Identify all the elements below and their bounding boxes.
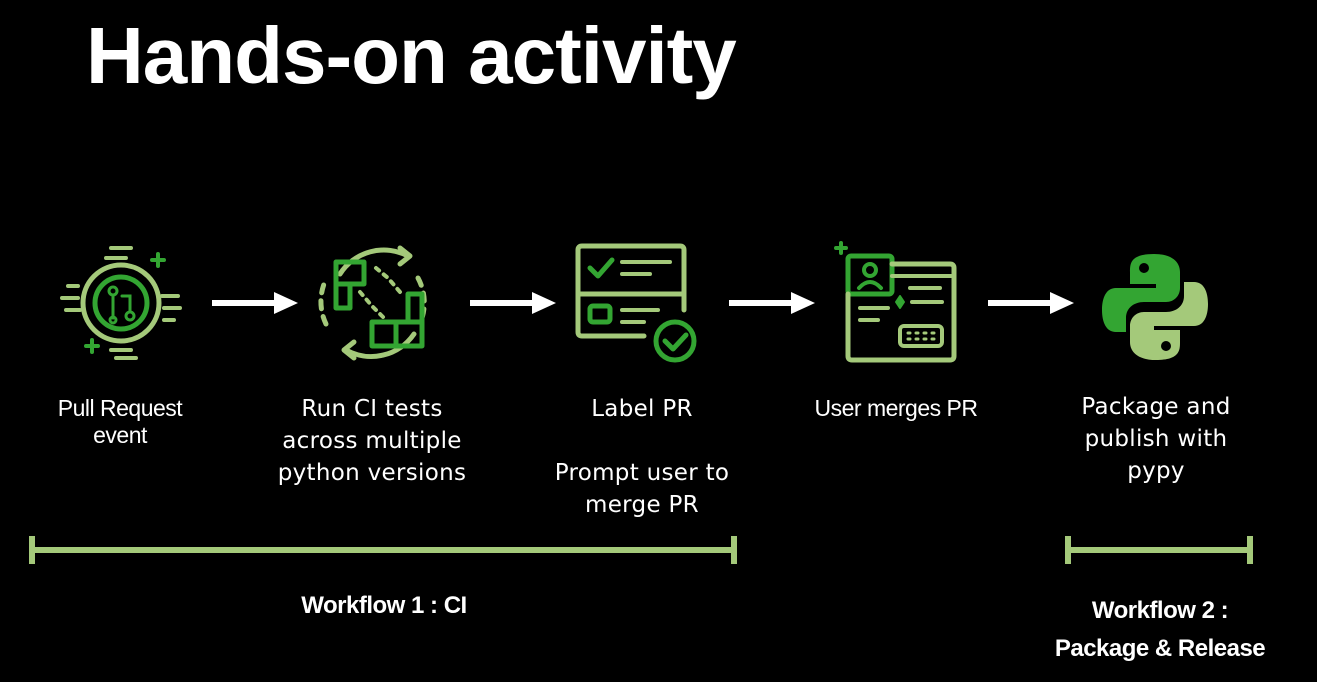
workflow-2-bracket: [1065, 536, 1253, 564]
step-label-pull-request: Pull Request event: [57, 395, 183, 448]
step-label-package-publish: Package and publish with pypy: [1081, 394, 1231, 484]
workflow-1-bracket: [29, 536, 737, 564]
ci-tests-cycle-icon: [318, 245, 427, 361]
user-profile-form-icon: [834, 241, 957, 363]
page-title: Hands-on activity: [86, 11, 737, 100]
python-logo-icon: [1102, 254, 1208, 360]
workflow-2-label: Workflow 2 : Package & Release: [1054, 597, 1266, 662]
pull-request-event-icon: [60, 246, 182, 360]
flow-arrow: [212, 292, 298, 314]
flow-arrow: [470, 292, 556, 314]
step-label-run-ci-tests: Run CI tests across multiple python vers…: [277, 396, 467, 486]
step-label-label-pr: Label PR Prompt user to merge PR: [554, 396, 730, 518]
flow-arrow: [988, 292, 1074, 314]
step-label-user-merges: User merges PR: [814, 395, 978, 421]
checklist-label-icon: [575, 243, 697, 363]
workflow-1-label: Workflow 1 : CI: [301, 592, 467, 619]
flow-arrow: [729, 292, 815, 314]
